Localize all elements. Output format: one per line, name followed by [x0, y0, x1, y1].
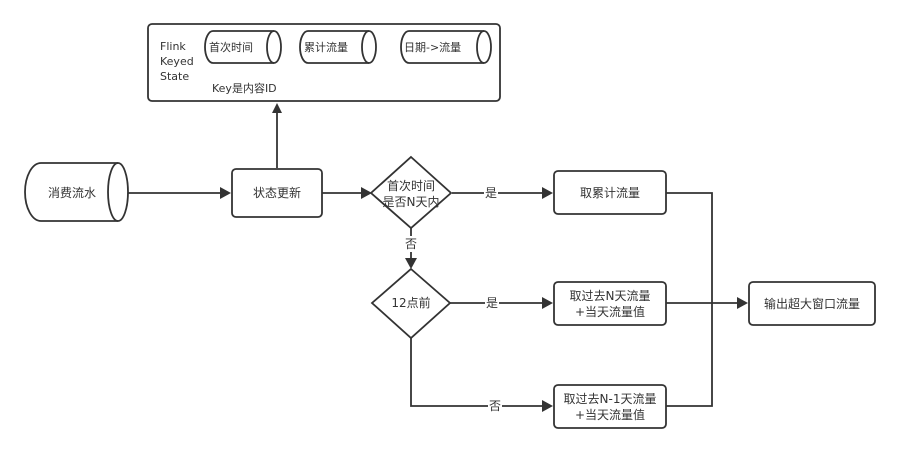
node-decision-before-noon: 12点前	[370, 267, 452, 340]
edge-label-yes: 是	[485, 186, 497, 200]
node-decision-first-time-within-n-days: 首次时间 是否N天内	[369, 155, 453, 230]
node-label: 取累计流量	[580, 186, 640, 200]
node-label-line-2: 是否N天内	[383, 195, 440, 209]
edge-label-no: 否	[405, 237, 417, 251]
edge-label-yes: 是	[486, 296, 498, 310]
node-label: 消费流水	[48, 186, 96, 200]
store-first-time: 首次时间	[204, 30, 282, 64]
node-take-past-n-minus-1-days: 取过去N-1天流量 +当天流量值	[553, 384, 667, 429]
edge-d2-no	[410, 338, 545, 407]
state-title-line-3: State	[160, 70, 189, 83]
node-label-line-1: 取过去N-1天流量	[564, 392, 657, 406]
node-state-update: 状态更新	[231, 168, 323, 218]
edge-label-no: 否	[489, 399, 501, 413]
store-label: 日期->流量	[404, 40, 461, 54]
node-output: 输出超大窗口流量	[748, 281, 876, 326]
arrowhead-right	[542, 297, 553, 309]
store-cumulative-traffic: 累计流量	[299, 30, 377, 64]
arrowhead-right	[737, 297, 748, 309]
arrowhead-right	[542, 187, 553, 199]
key-note: Key是内容ID	[212, 81, 277, 95]
edge-merge-vertical	[666, 192, 713, 407]
arrowhead-down	[405, 258, 417, 269]
node-label-line-2: +当天流量值	[575, 407, 645, 422]
arrowhead-up	[272, 103, 282, 113]
node-label: 状态更新	[253, 185, 301, 200]
node-label-line-1: 首次时间	[387, 179, 435, 193]
store-label: 累计流量	[304, 40, 348, 54]
arrowhead-right	[220, 187, 231, 199]
node-source: 消费流水	[24, 162, 129, 222]
state-title-line-1: Flink	[160, 40, 186, 53]
node-label: 输出超大窗口流量	[764, 296, 860, 311]
state-title-line-2: Keyed	[160, 55, 194, 68]
node-take-past-n-days: 取过去N天流量 +当天流量值	[553, 281, 667, 326]
store-date-to-traffic: 日期->流量	[400, 30, 492, 64]
arrowhead-right	[542, 400, 553, 412]
node-take-cumulative: 取累计流量	[553, 170, 667, 215]
node-label-line-2: +当天流量值	[575, 304, 645, 319]
node-label-line-1: 取过去N天流量	[570, 289, 651, 303]
arrowhead-right	[361, 187, 372, 199]
store-label: 首次时间	[209, 40, 253, 54]
node-label: 12点前	[391, 295, 430, 310]
